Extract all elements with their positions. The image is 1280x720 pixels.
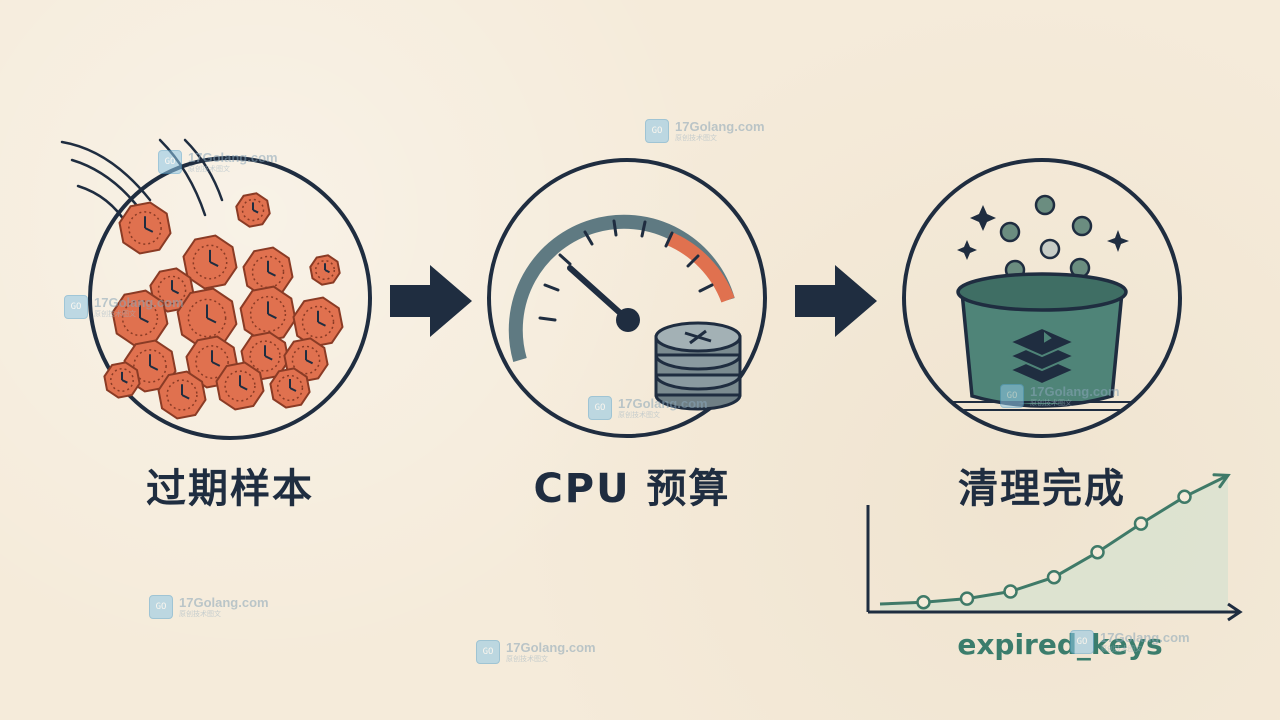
chart-x-arrowhead [1227,602,1243,622]
sparkle-icon [957,205,1129,260]
chart-point [916,594,931,610]
coin-rim [314,259,336,281]
coin-rim [301,305,335,339]
clock-icon [206,304,217,324]
clock-icon [267,301,277,320]
chart-point [1133,516,1149,531]
expired-samples-illustration [60,138,372,440]
cpu-gauge-illustration [487,158,767,438]
clock-icon [267,260,276,277]
coin-rim [133,349,167,383]
gauge-danger-zone [665,231,735,303]
chart-point [1177,489,1192,505]
chart-point [1003,584,1018,599]
coin-rim [241,198,265,222]
clock-icon [264,345,273,361]
coin-rim [192,244,228,280]
clock-icon [252,202,259,214]
step-label-expired-samples: 过期样本 [146,466,314,512]
chart-caption: expired_keys [957,628,1163,661]
bucket-rim [956,272,1128,312]
coin-rim [121,299,159,337]
gauge-hub [616,308,640,332]
gauge-ticks [538,219,714,322]
clock-icon [149,354,159,371]
clock-icon [171,280,180,295]
chart-point [1046,569,1062,585]
redis-logo-icon [1007,326,1077,386]
coin-rim [128,211,162,245]
clock-icon [139,305,149,324]
ground-lines [951,401,1133,411]
circle-frame-3 [902,158,1182,438]
clock-icon [209,249,219,267]
chart-area-fill [880,475,1228,612]
chart-line-arrowhead [1212,473,1231,489]
circle-frame-1 [88,156,372,440]
chart-point [959,591,975,606]
coin-rim [195,345,229,379]
clock-icon [317,310,326,327]
coin-rim [251,255,285,289]
coin-rim [291,345,321,375]
clock-icon [144,216,154,233]
clock-icon [239,375,248,391]
coin-rim [249,295,287,333]
coin-rim [166,379,198,411]
clock-icon [211,350,221,367]
coin-rim [187,298,227,338]
step-label-cleanup-done: 清理完成 [958,466,1126,512]
coin-rim [249,340,281,372]
circle-frame-2 [487,158,767,438]
cleanup-bucket-illustration [902,158,1182,438]
coin-rim [276,374,304,402]
chart-point [1090,544,1105,560]
expired-coin-pile [103,192,344,420]
coin-rim [157,275,187,305]
arrow-right-icon [390,265,472,337]
coin-rim [224,370,256,402]
gauge-needle [567,265,631,323]
clock-icon [324,263,330,274]
arrow-right-icon [795,265,877,337]
clock-icon [121,371,128,384]
coin-stack-icon [654,321,742,411]
chart-points [916,489,1192,610]
step-label-cpu-budget: CPU 预算 [533,466,731,512]
expired-keys-chart [866,473,1243,622]
coin-rim [110,368,134,392]
clock-icon [181,384,190,400]
clock-icon [289,379,297,392]
clock-icon [305,350,314,365]
